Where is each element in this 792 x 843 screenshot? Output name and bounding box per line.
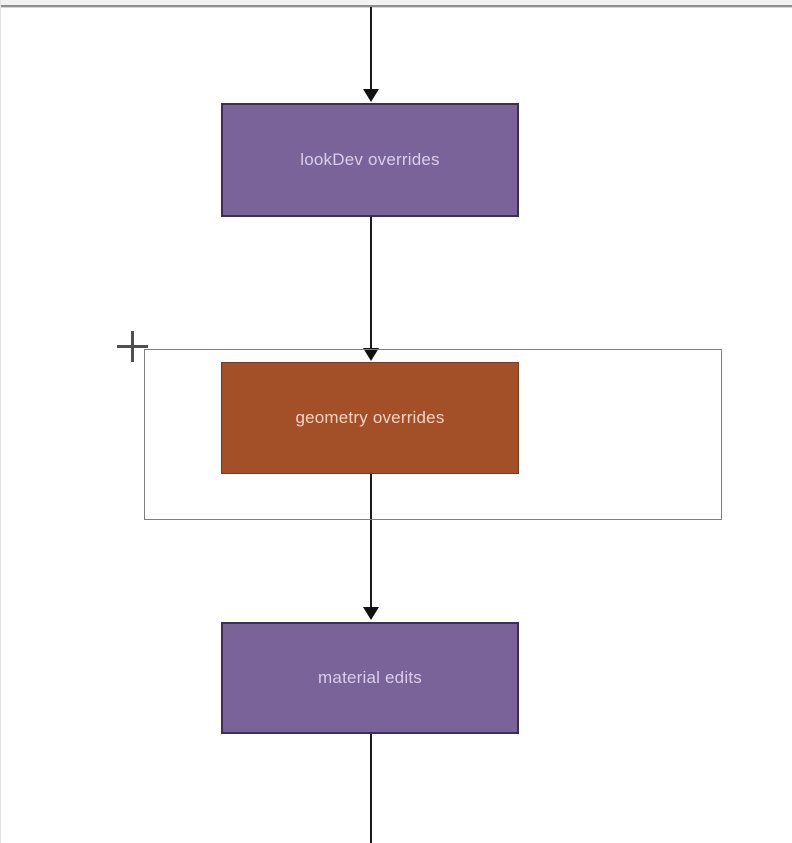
arrowhead-into-geometry — [363, 348, 379, 361]
node-geometry-label: geometry overrides — [295, 408, 445, 427]
node-material-edits[interactable]: material edits — [221, 622, 519, 734]
node-geometry-overrides[interactable]: geometry overrides — [221, 362, 519, 474]
node-lookdev-label: lookDev overrides — [300, 150, 440, 169]
edge-top-to-lookdev — [370, 7, 372, 91]
node-lookdev-overrides[interactable]: lookDev overrides — [221, 103, 519, 217]
window-top-border — [1, 5, 792, 8]
node-material-label: material edits — [318, 668, 422, 687]
edge-geometry-to-material — [370, 474, 372, 609]
window-top-strip — [1, 0, 792, 5]
arrowhead-into-material — [363, 607, 379, 620]
arrowhead-into-lookdev — [363, 89, 379, 102]
crosshair-vertical-arm — [131, 331, 134, 362]
selection-rectangle — [144, 349, 722, 520]
edge-lookdev-to-geometry — [370, 217, 372, 350]
edge-material-to-bottom — [370, 734, 372, 843]
